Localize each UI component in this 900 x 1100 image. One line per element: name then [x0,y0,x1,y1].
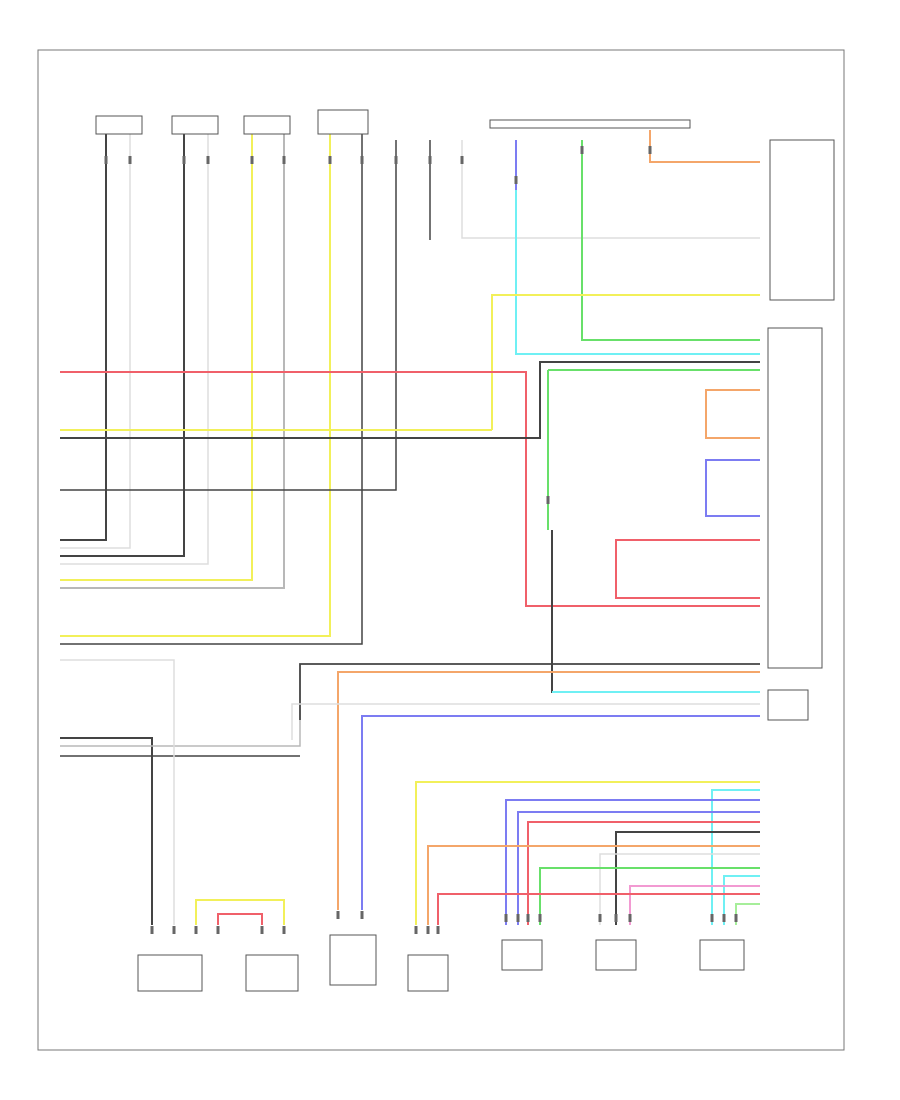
connector-pin-27 [504,914,508,922]
connector-pin-18 [194,926,198,934]
connector-pin-35 [722,914,726,922]
connector-pin-2 [128,156,132,164]
wire-blue-b2 [517,811,760,925]
connector-pin-15 [546,496,550,504]
connector-pin-5 [250,156,254,164]
connector-pin-24 [414,926,418,934]
wire-black-left-lower [60,737,153,925]
module-right-top [769,139,835,301]
connector-pin-29 [526,914,530,922]
connector-pin-28 [516,914,520,922]
connector-pin-3 [182,156,186,164]
wire-red-main [60,371,760,607]
connector-pin-31 [598,914,602,922]
connector-pin-7 [328,156,332,164]
wire-red-jumper [217,913,263,925]
connector-pin-20 [260,926,264,934]
connector-pin-16 [150,926,154,934]
wire-black-sensor-1 [60,130,107,541]
sensor-box-3 [243,115,291,135]
connector-pin-1 [104,156,108,164]
bottom-connector-1 [137,954,203,992]
bottom-sensor-1 [407,954,449,992]
wire-orange-top [649,130,760,163]
connector-pin-8 [360,156,364,164]
wire-yellow-b1 [415,781,760,925]
wire-cyan-b1 [711,789,760,925]
bottom-sensor-3 [595,939,637,971]
connector-pin-25 [426,926,430,934]
connector-pin-17 [172,926,176,934]
wire-layer [60,130,760,925]
connector-pin-36 [734,914,738,922]
connector-pin-32 [614,914,618,922]
module-right-mid [767,327,823,669]
connector-pin-22 [336,911,340,919]
wire-cyan-long [515,190,760,355]
connector-pin-4 [206,156,210,164]
wire-yellow-sensor-4 [60,130,331,637]
connector-pin-33 [628,914,632,922]
connector-pin-30 [538,914,542,922]
wire-pink-b1 [629,885,760,925]
connector-pin-13 [580,146,584,154]
wire-black-vert-mid [551,530,760,693]
wire-black-lower [299,663,760,720]
connector-pin-9 [394,156,398,164]
diagram-frame [37,49,845,1051]
wire-black-sensor-2 [60,130,185,557]
connector-pin-14 [648,146,652,154]
wire-white-left-down [60,659,175,925]
bottom-switch [329,934,377,986]
wire-green-b1 [539,867,760,925]
wire-red-loop [615,539,760,599]
connector-pin-26 [436,926,440,934]
wire-white-top-harness [461,140,760,239]
wire-white-lower [291,703,760,740]
wire-white-sensor-2 [60,130,209,565]
connector-pin-19 [216,926,220,934]
bottom-connector-2 [245,954,299,992]
wire-red-b2 [437,893,760,925]
wire-blue-b1 [505,799,760,925]
wire-yellow-sensor-3 [60,130,253,581]
wire-orange-loop [705,389,760,439]
wire-black-sensor-4 [60,130,363,645]
wire-white-b1 [599,853,760,925]
wire-black-ground-stack [60,140,397,491]
fuse-block-top [489,119,691,129]
sensor-box-4 [317,109,369,135]
wire-gray-left-lower [60,720,301,747]
wire-gray-sensor-3 [60,130,285,589]
wire-black-main [60,361,760,439]
wire-red-b1 [527,821,760,925]
connector-pin-23 [360,911,364,919]
connector-pin-10 [428,156,432,164]
wire-yellow-jumper [195,899,285,925]
bottom-sensor-4 [699,939,745,971]
wire-ltgreen-b1 [735,903,760,925]
wire-blue-loop [705,459,760,517]
connector-pin-12 [514,176,518,184]
wire-white-sensor-1 [60,130,131,549]
connector-right-lower [767,689,809,721]
wire-orange-lower [337,671,760,910]
connector-pin-34 [710,914,714,922]
bottom-sensor-2 [501,939,543,971]
sensor-box-1 [95,115,143,135]
wire-blue-lower [361,715,760,910]
connector-pin-21 [282,926,286,934]
connector-pin-11 [460,156,464,164]
component-layer [95,109,835,992]
wire-yellow-right [491,294,760,430]
connector-pin-6 [282,156,286,164]
wire-cyan-b2 [723,875,760,925]
sensor-box-2 [171,115,219,135]
wire-green-long [581,140,760,341]
wire-orange-b1 [427,845,760,925]
